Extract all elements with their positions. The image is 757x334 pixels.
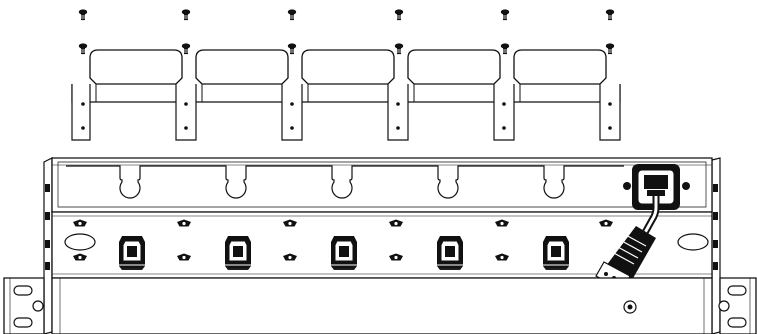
- rack-ear-slot: [728, 318, 746, 327]
- power-receptacle: [118, 235, 146, 271]
- rack-ear-slot: [14, 318, 32, 327]
- mounting-screw: [605, 43, 615, 55]
- mounting-screw: [500, 8, 510, 21]
- bracket-foot: [282, 84, 302, 140]
- oval-hole: [678, 234, 708, 250]
- rack-ear-hole: [33, 301, 43, 311]
- rack-ear-hole: [719, 301, 729, 311]
- mounting-screw: [500, 43, 510, 55]
- mounting-screw: [605, 8, 615, 21]
- mounting-screw: [287, 43, 297, 55]
- rack-ear-left: [4, 278, 44, 334]
- power-receptacle: [224, 235, 252, 271]
- rack-ear-right: [719, 278, 756, 334]
- cable-retention-bracket: [72, 50, 620, 140]
- keyhole-channel: [66, 166, 624, 198]
- bracket-foot: [388, 84, 408, 140]
- bracket-segment: [196, 50, 288, 102]
- bracket-foot: [176, 84, 196, 140]
- mounting-screw: [394, 8, 404, 21]
- rack-enclosure: [4, 158, 756, 334]
- oval-hole: [65, 234, 95, 250]
- inlet-screw: [623, 182, 631, 190]
- bracket-foot: [600, 84, 620, 140]
- mounting-screw: [181, 43, 191, 55]
- rack-lower-rail: [52, 278, 712, 334]
- power-receptacle: [542, 235, 570, 271]
- mounting-screw: [394, 43, 404, 55]
- inlet-screw: [682, 182, 690, 190]
- power-inlet: [623, 164, 690, 210]
- bracket-segment: [90, 50, 182, 102]
- mounting-screw: [78, 43, 88, 55]
- side-wall-holes: [45, 184, 50, 270]
- power-plug-cord: [596, 196, 656, 290]
- screw-row-top: [78, 8, 615, 21]
- bracket-segment: [302, 50, 394, 102]
- rack-ear-slot: [728, 286, 746, 295]
- bracket-foot: [494, 84, 514, 140]
- bracket-foot: [72, 84, 90, 140]
- mounting-screw: [287, 8, 297, 21]
- bracket-segment: [408, 50, 500, 102]
- mounting-screw: [181, 8, 191, 21]
- side-wall-holes-right: [713, 184, 718, 270]
- power-receptacle: [330, 235, 358, 271]
- bracket-segment: [514, 50, 606, 102]
- rack-ear-slot: [14, 286, 32, 295]
- power-receptacle: [436, 235, 464, 271]
- mounting-screw: [78, 8, 88, 21]
